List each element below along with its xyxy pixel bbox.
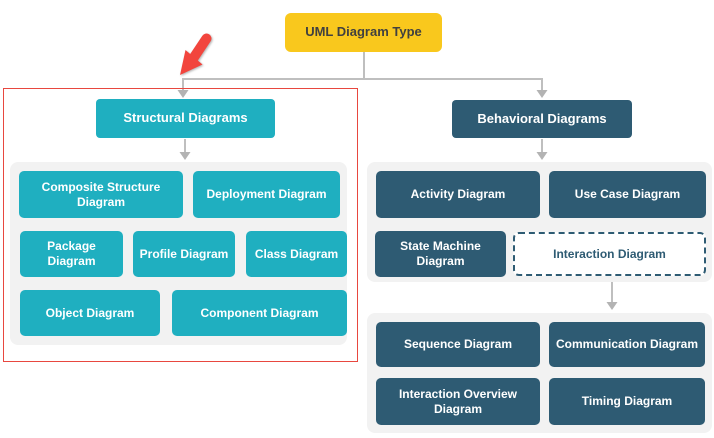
node-interaction-diagram: Interaction Diagram bbox=[513, 232, 706, 276]
node-profile-diagram: Profile Diagram bbox=[133, 231, 235, 277]
connector-arrowheads bbox=[177, 90, 618, 310]
node-component-diagram: Component Diagram bbox=[172, 290, 347, 336]
root-node-uml-diagram-type: UML Diagram Type bbox=[285, 13, 442, 52]
node-class-diagram: Class Diagram bbox=[246, 231, 347, 277]
node-use-case-diagram: Use Case Diagram bbox=[549, 171, 706, 218]
node-object-diagram: Object Diagram bbox=[20, 290, 160, 336]
behavioral-header-node: Behavioral Diagrams bbox=[452, 100, 632, 138]
node-composite-structure-diagram: Composite Structure Diagram bbox=[19, 171, 183, 218]
structural-header-node: Structural Diagrams bbox=[96, 99, 275, 138]
node-interaction-overview-diagram: Interaction Overview Diagram bbox=[376, 378, 540, 425]
node-deployment-diagram: Deployment Diagram bbox=[193, 171, 340, 218]
annotation-arrow-icon bbox=[180, 33, 212, 75]
node-package-diagram: Package Diagram bbox=[20, 231, 123, 277]
node-state-machine-diagram: State Machine Diagram bbox=[375, 231, 506, 277]
node-activity-diagram: Activity Diagram bbox=[376, 171, 540, 218]
node-sequence-diagram: Sequence Diagram bbox=[376, 322, 540, 367]
node-timing-diagram: Timing Diagram bbox=[549, 378, 705, 425]
node-communication-diagram: Communication Diagram bbox=[549, 322, 705, 367]
